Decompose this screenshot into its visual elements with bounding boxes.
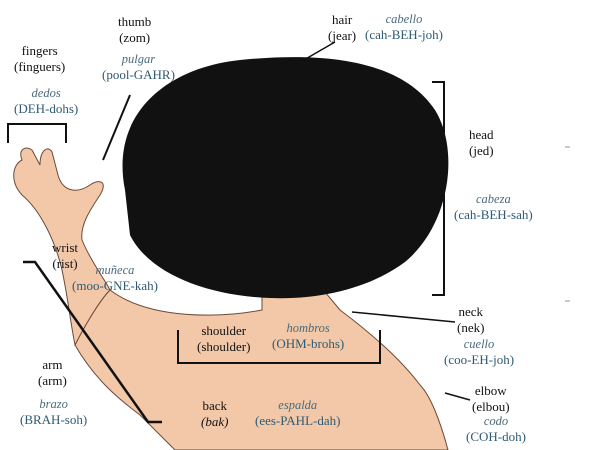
wrist-spanish-pron: (moo-GNE-kah) xyxy=(72,278,158,293)
fingers-english: fingers xyxy=(21,43,58,58)
label-wrist: wrist (rist) xyxy=(52,240,78,272)
label-neck-es: cuello (coo-EH-joh) xyxy=(444,337,514,368)
label-elbow: elbow (elbou) xyxy=(472,383,510,415)
fingers-spanish-pron: (DEH-dohs) xyxy=(14,101,79,116)
label-head: head (jed) xyxy=(469,127,494,159)
label-thumb: thumb (zom) xyxy=(118,14,151,46)
hair-pointer xyxy=(289,41,336,69)
label-back: back (bak) xyxy=(201,398,228,430)
neck-spanish: cuello xyxy=(463,337,495,351)
fingers-spanish: dedos xyxy=(31,86,61,100)
label-shoulder-es: hombros (OHM-brohs) xyxy=(272,321,344,352)
back-pron: (bak) xyxy=(201,414,229,429)
thumb-spanish: pulgar xyxy=(121,52,156,66)
arm-bracket xyxy=(23,260,162,424)
label-fingers: fingers (finguers) xyxy=(14,43,65,75)
label-hair-es: cabello (cah-BEH-joh) xyxy=(365,12,443,43)
torso-skin xyxy=(74,289,449,450)
label-shoulder: shoulder (shoulder) xyxy=(197,323,250,355)
arm-spanish: brazo xyxy=(39,397,68,411)
arm-english: arm xyxy=(42,357,63,372)
thumb-english: thumb xyxy=(118,14,152,29)
arm-pron: (arm) xyxy=(38,373,67,388)
thumb-pointer xyxy=(102,94,131,161)
elbow-spanish: codo xyxy=(483,414,509,428)
label-neck: neck (nek) xyxy=(457,304,484,336)
head-spanish: cabeza xyxy=(475,192,511,206)
wrist-spanish: muñeca xyxy=(95,263,135,277)
hair-english: hair xyxy=(331,12,353,27)
neck-pron: (nek) xyxy=(457,320,485,335)
head-bracket xyxy=(432,81,445,296)
label-arm: arm (arm) xyxy=(38,357,67,389)
thumb-spanish-pron: (pool-GAHR) xyxy=(102,67,175,82)
head-pron: (jed) xyxy=(469,143,494,158)
head-english: head xyxy=(469,127,494,142)
elbow-pron: (elbou) xyxy=(472,399,510,414)
label-head-es: cabeza (cah-BEH-sah) xyxy=(454,192,533,223)
label-elbow-es: codo (COH-doh) xyxy=(466,414,526,445)
label-wrist-es: muñeca (moo-GNE-kah) xyxy=(72,263,158,294)
arm-spanish-pron: (BRAH-soh) xyxy=(20,412,88,427)
back-spanish-pron: (ees-PAHL-dah) xyxy=(255,413,341,428)
shoulder-pron: (shoulder) xyxy=(197,339,251,354)
wrist-pron: (rist) xyxy=(52,256,78,271)
elbow-english: elbow xyxy=(474,383,507,398)
label-back-es: espalda (ees-PAHL-dah) xyxy=(255,398,340,429)
fingers-pron: (finguers) xyxy=(14,59,66,74)
shoulder-bracket xyxy=(177,330,381,364)
hair-spanish: cabello xyxy=(385,12,423,26)
fingers-bracket xyxy=(7,123,67,143)
head-spanish-pron: (cah-BEH-sah) xyxy=(454,207,533,222)
shoulder-spanish-pron: (OHM-brohs) xyxy=(272,336,345,351)
arm-skin xyxy=(13,147,111,347)
shoulder-english: shoulder xyxy=(201,323,247,338)
back-spanish: espalda xyxy=(278,398,318,412)
label-hair: hair (jear) xyxy=(328,12,356,44)
elbow-pointer xyxy=(444,392,471,401)
hair-spanish-pron: (cah-BEH-joh) xyxy=(365,27,443,42)
back-english: back xyxy=(202,398,227,413)
neck-pointer xyxy=(351,311,456,323)
thumb-pron: (zom) xyxy=(119,30,151,45)
hair-pron: (jear) xyxy=(328,28,357,43)
label-thumb-es: pulgar (pool-GAHR) xyxy=(102,52,175,83)
shoulder-spanish: hombros xyxy=(286,321,330,335)
label-fingers-es: dedos (DEH-dohs) xyxy=(14,86,78,117)
wrist-english: wrist xyxy=(52,240,78,255)
neck-english: neck xyxy=(458,304,483,319)
hair-shape xyxy=(122,57,449,299)
label-arm-es: brazo (BRAH-soh) xyxy=(20,397,87,428)
elbow-spanish-pron: (COH-doh) xyxy=(466,429,526,444)
neck-spanish-pron: (coo-EH-joh) xyxy=(444,352,515,367)
